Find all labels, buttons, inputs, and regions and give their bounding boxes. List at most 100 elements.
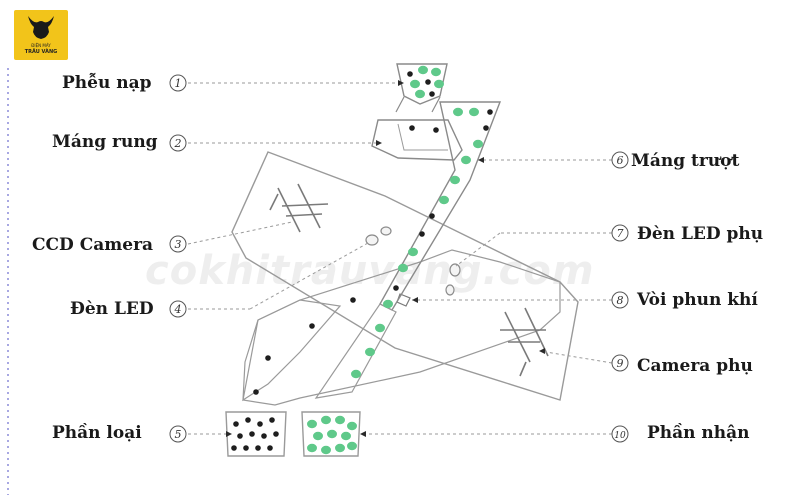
reject-grain — [233, 421, 239, 427]
good-grain — [313, 431, 323, 441]
reject-grain — [249, 431, 255, 437]
good-grain — [439, 195, 449, 205]
secondary-chamber — [242, 249, 561, 406]
reject-grain — [309, 323, 315, 329]
good-grain — [321, 445, 331, 455]
good-grain — [347, 421, 357, 431]
auxiliary-camera — [500, 307, 549, 377]
good-grain — [461, 155, 471, 165]
reject-grain — [267, 445, 273, 451]
reject-grain — [237, 433, 243, 439]
good-grain — [347, 441, 357, 451]
callout-number-9: 9 — [617, 357, 624, 370]
good-grain — [415, 89, 425, 99]
callout-circle-7 — [611, 224, 629, 242]
good-grain — [365, 347, 375, 357]
hopper-spout-right — [431, 96, 441, 113]
callout-circle-4 — [169, 300, 187, 318]
callout-circle-1 — [169, 74, 187, 92]
callout-number-3: 3 — [175, 238, 182, 251]
callout-circle-6 — [611, 151, 629, 169]
reject-grain — [393, 285, 399, 291]
reject-grain — [261, 433, 267, 439]
hopper — [396, 63, 448, 105]
good-grain — [453, 107, 463, 117]
reject-grain — [407, 71, 413, 77]
good-grain — [431, 67, 441, 77]
reject-grain — [243, 445, 249, 451]
good-grain — [321, 415, 331, 425]
label-vibrating-tray: Máng rung — [52, 132, 158, 152]
reject-grain — [429, 91, 435, 97]
reject-grain — [487, 109, 493, 115]
good-grain — [410, 79, 420, 89]
ccd-camera — [269, 183, 329, 233]
reject-grain — [350, 297, 356, 303]
reject-grain — [253, 389, 259, 395]
reject-grain — [273, 431, 279, 437]
reject-grain — [483, 125, 489, 131]
air-nozzle — [396, 293, 411, 307]
good-grain — [335, 415, 345, 425]
accept-chute — [314, 303, 397, 399]
brand-small-text: ĐIỆN MÁY — [31, 43, 51, 48]
reject-grain — [269, 417, 275, 423]
callout-circle-5 — [169, 425, 187, 443]
good-grain — [351, 369, 361, 379]
callout-number-1: 1 — [175, 77, 182, 90]
buffalo-icon — [28, 16, 54, 39]
grains — [231, 65, 493, 455]
good-grain — [335, 443, 345, 453]
reject-grain — [231, 445, 237, 451]
good-grain — [450, 175, 460, 185]
reject-chute — [242, 299, 342, 402]
led-light — [365, 226, 392, 246]
callout-number-7: 7 — [617, 227, 624, 240]
label-accept-section: Phần nhận — [647, 423, 750, 443]
reject-grain — [419, 231, 425, 237]
label-ccd-camera: CCD Camera — [32, 235, 154, 255]
label-slide-chute: Máng trượt — [631, 151, 740, 171]
good-grain — [383, 299, 393, 309]
reject-grain — [429, 213, 435, 219]
good-grain — [469, 107, 479, 117]
leader-lines — [187, 82, 613, 435]
hopper-spout — [395, 96, 405, 113]
label-reject-section: Phần loại — [52, 423, 142, 443]
reject-grain — [433, 127, 439, 133]
callout-circle-2 — [169, 134, 187, 152]
callout-circle-8 — [611, 291, 629, 309]
reject-bin — [225, 411, 287, 457]
reject-grain — [265, 355, 271, 361]
good-grain — [307, 419, 317, 429]
brand-name: TRÂU VÀNG — [24, 49, 58, 55]
label-aux-camera: Camera phụ — [637, 356, 753, 376]
good-grain — [375, 323, 385, 333]
callout-number-4: 4 — [174, 303, 182, 316]
good-grain — [434, 79, 444, 89]
reject-grain — [255, 445, 261, 451]
slide-chute — [379, 101, 502, 311]
good-grain — [341, 431, 351, 441]
reject-grain — [245, 417, 251, 423]
label-air-nozzle: Vòi phun khí — [637, 290, 758, 310]
reject-grain — [409, 125, 415, 131]
good-grain — [408, 247, 418, 257]
callout-circle-9 — [611, 354, 629, 372]
label-feed-hopper: Phễu nạp — [62, 73, 152, 93]
good-grain — [418, 65, 428, 75]
reject-grain — [425, 79, 431, 85]
callout-circle-10 — [611, 425, 629, 443]
callout-number-5: 5 — [175, 428, 182, 441]
watermark-text: cokhitrauvang.com — [145, 248, 595, 294]
reject-grain — [257, 421, 263, 427]
good-grain — [473, 139, 483, 149]
callout-number-6: 6 — [617, 154, 624, 167]
callout-number-2: 2 — [174, 137, 182, 150]
label-aux-led-light: Đèn LED phụ — [637, 224, 764, 244]
callout-circle-3 — [169, 235, 187, 253]
aux-led-light — [445, 263, 461, 296]
label-led-light: Đèn LED — [70, 299, 154, 319]
